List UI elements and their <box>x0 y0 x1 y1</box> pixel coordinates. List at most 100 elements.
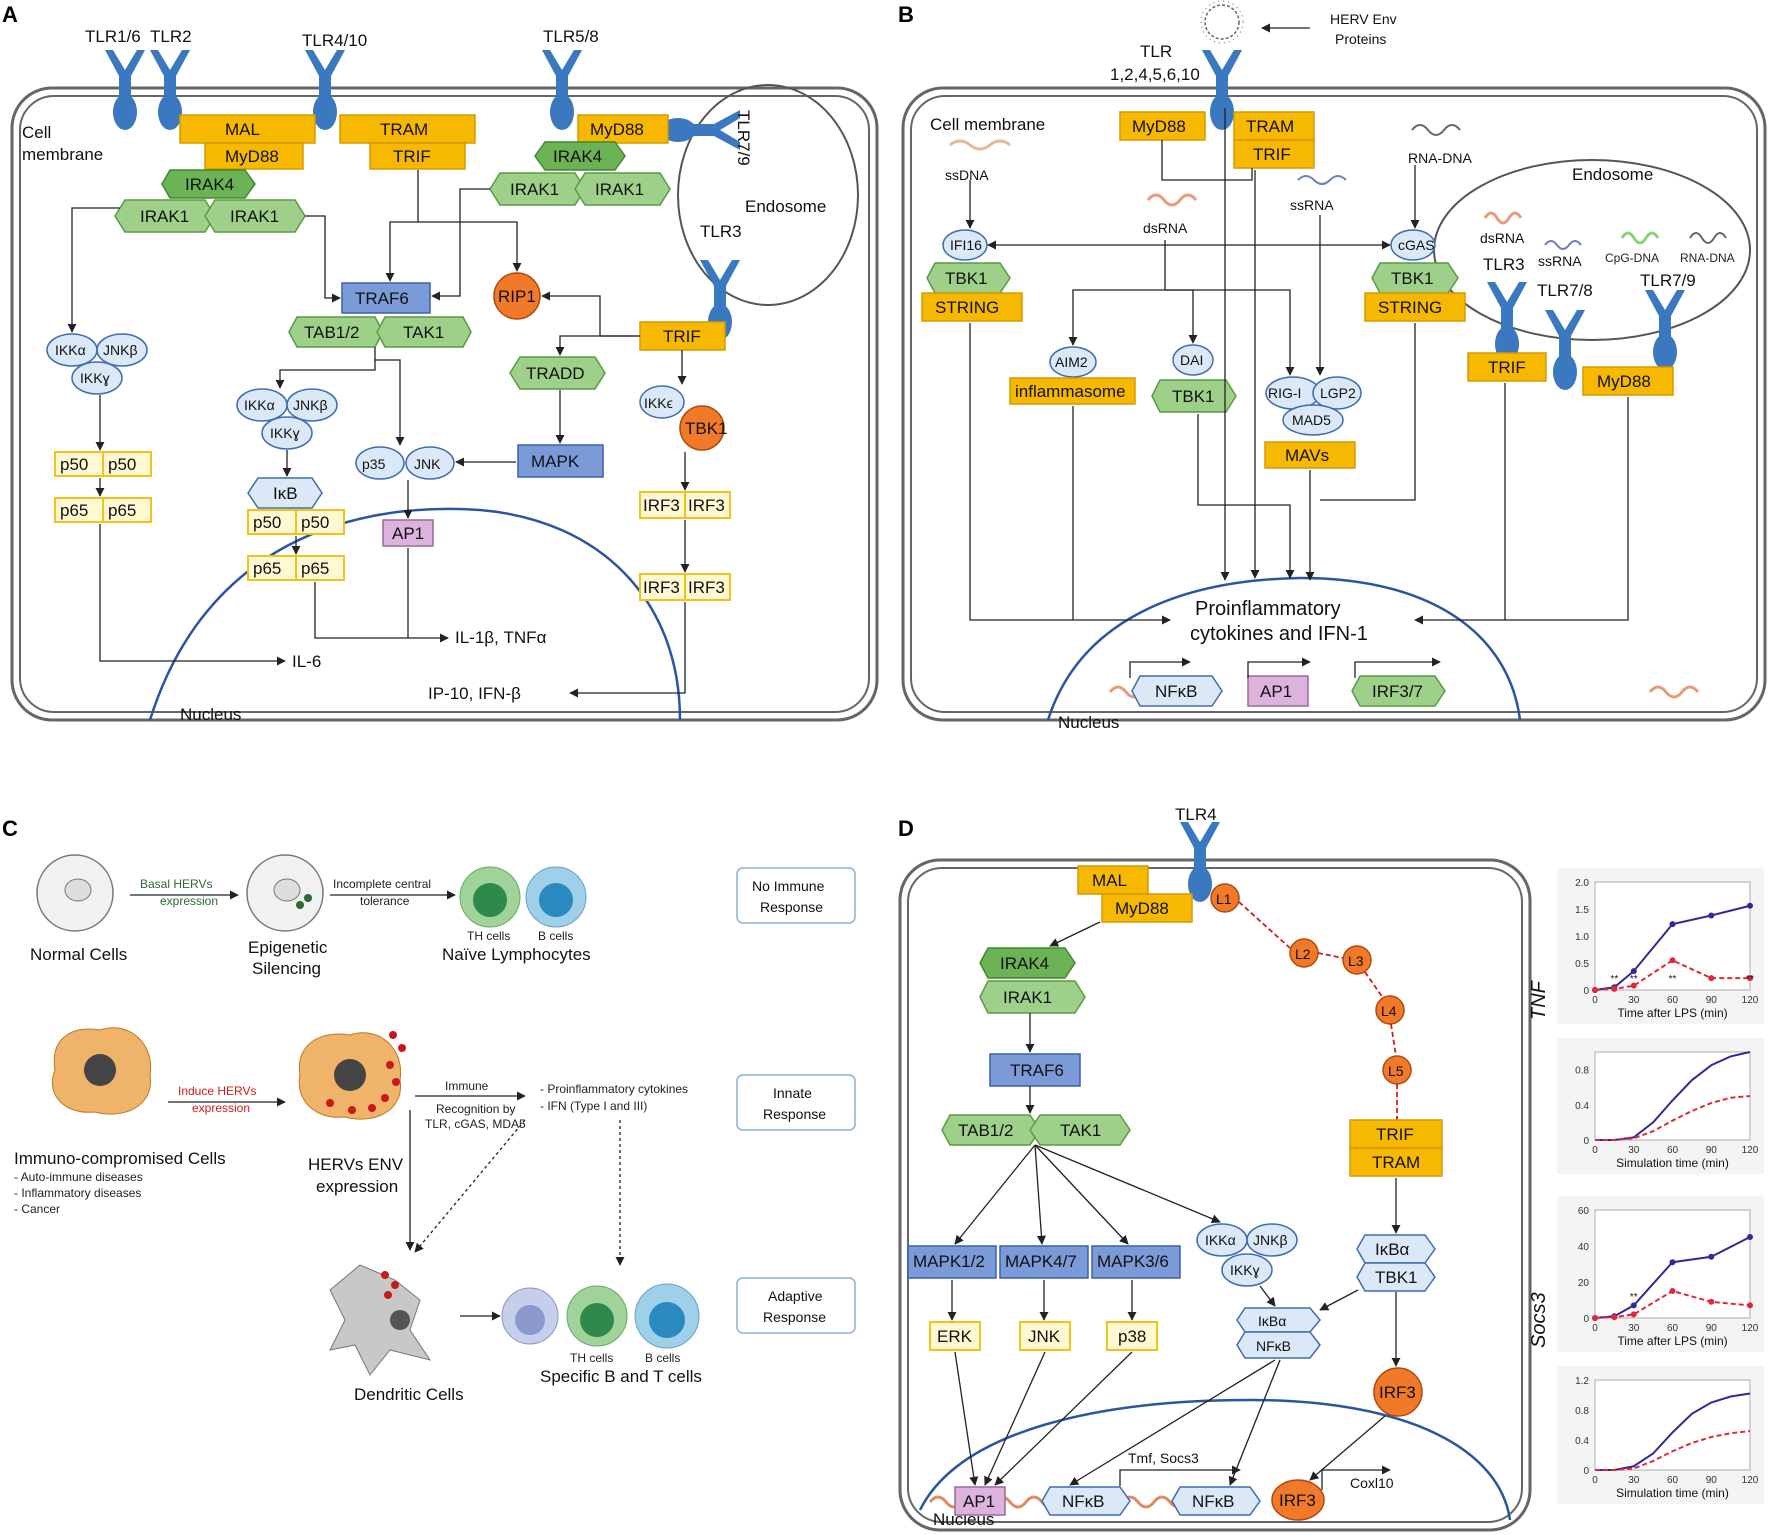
tbk1-d: TBK1 <box>1375 1268 1418 1287</box>
ap1-a: AP1 <box>392 524 424 543</box>
panel-a-arrows <box>67 170 690 698</box>
chart-ytick: 2.0 <box>1575 878 1589 889</box>
chart-xtick: 0 <box>1592 1145 1598 1156</box>
tlr78-b-icon <box>1545 310 1585 390</box>
tram-a: TRAM <box>380 120 428 139</box>
chart-ytick: 0.4 <box>1575 1101 1589 1112</box>
chart-annotation: ** <box>1746 974 1754 985</box>
ikka-a-mid: IKKα <box>244 397 275 413</box>
dai-b: DAI <box>1180 352 1203 368</box>
panel-a-letter: A <box>2 2 18 27</box>
chart-point <box>1630 968 1637 975</box>
jnkb-a-left: JNKβ <box>103 342 138 358</box>
innate-2: Response <box>763 1106 826 1122</box>
p50-a-3: p50 <box>253 513 281 532</box>
p38-d: p38 <box>1118 1327 1146 1346</box>
inflammasome-b: inflammasome <box>1015 382 1126 401</box>
chart-ytick: 1.2 <box>1575 1376 1589 1387</box>
tab12-a: TAB1/2 <box>304 323 359 342</box>
p65-a-2: p65 <box>108 501 136 520</box>
chart-xlabel: Time after LPS (min) <box>1617 1006 1727 1020</box>
string-b-left: STRING <box>935 298 999 317</box>
p50-a-1: p50 <box>60 455 88 474</box>
chart-point <box>1747 1302 1753 1309</box>
no-response-box <box>736 867 856 924</box>
rnadna-b-endo: RNA-DNA <box>1680 251 1735 265</box>
tab12-d: TAB1/2 <box>958 1121 1013 1140</box>
chart-point <box>1747 1234 1753 1240</box>
nfkb-d-2: NFκB <box>1062 1492 1105 1511</box>
myd88-b-endo: MyD88 <box>1597 372 1651 391</box>
chart-xlabel: Simulation time (min) <box>1616 1486 1729 1500</box>
chart-point <box>1611 1314 1618 1321</box>
innate-1: Innate <box>773 1085 812 1101</box>
herv-label-1: HERV Env <box>1330 11 1397 27</box>
tak1-d: TAK1 <box>1060 1121 1101 1140</box>
chart-point <box>1708 975 1715 982</box>
no-response-2: Response <box>760 899 823 915</box>
tlr58-icon <box>542 50 582 130</box>
ikba-d-2: IκBα <box>1375 1240 1410 1259</box>
naive-label: Naïve Lymphocytes <box>442 945 591 964</box>
ikkg-a-left: IKKɣ <box>80 370 110 386</box>
chart-xtick: 30 <box>1628 1475 1640 1486</box>
epigenetic-label-2: Silencing <box>252 959 321 978</box>
basal-label-1: Basal HERVs <box>140 877 212 891</box>
p65-a-3: p65 <box>253 559 281 578</box>
b-label-1: B cells <box>538 929 573 943</box>
incomplete-label-1: Incomplete central <box>333 877 431 891</box>
normal-cells-label: Normal Cells <box>30 945 127 964</box>
chart-series-line <box>1594 1289 1751 1319</box>
mal-a: MAL <box>225 120 260 139</box>
l4-d: L4 <box>1381 1003 1397 1019</box>
tlr-b-label1: TLR <box>1140 42 1172 61</box>
endosome-a <box>677 84 859 306</box>
dendritic-cell-icon <box>329 1264 432 1376</box>
immuno-label: Immuno-compromised Cells <box>14 1149 226 1168</box>
ap1-b: AP1 <box>1260 682 1292 701</box>
chart-ytick: 0.8 <box>1575 1066 1589 1077</box>
panel-b-arrows <box>965 108 1629 678</box>
rip1-a: RIP1 <box>498 287 536 306</box>
ap1-d: AP1 <box>963 1492 995 1511</box>
chart-point <box>1747 902 1753 909</box>
nfkb-d-1: NFκB <box>1256 1338 1291 1354</box>
recog-1: Immune <box>445 1079 489 1093</box>
ikka-a-left: IKKα <box>55 342 86 358</box>
innate-box <box>736 1074 856 1131</box>
tlr78-b: TLR7/8 <box>1537 281 1593 300</box>
tlr16-icon <box>105 50 145 130</box>
chart-xtick: 90 <box>1706 1323 1718 1334</box>
ssrna-icon <box>1297 175 1347 185</box>
chart-xtick: 120 <box>1742 1145 1759 1156</box>
traf6-d: TRAF6 <box>1010 1061 1064 1080</box>
p50-a-2: p50 <box>108 455 136 474</box>
chart-point <box>1592 987 1598 993</box>
chart-point <box>1669 1259 1676 1266</box>
trif-a-top: TRIF <box>393 147 431 166</box>
irf3-d: IRF3 <box>1379 1383 1416 1402</box>
tlr-b-label2: 1,2,4,5,6,10 <box>1110 65 1200 84</box>
chart-point <box>1669 957 1676 964</box>
myd88-a-right: MyD88 <box>590 120 644 139</box>
jnkb-a-mid: JNKβ <box>293 397 328 413</box>
chart-series-line <box>1595 1430 1751 1471</box>
trif-a-mid: TRIF <box>663 327 701 346</box>
rnadna-icon <box>1411 124 1461 136</box>
ssrna-b-endo: ssRNA <box>1538 253 1582 269</box>
nfkb-b: NFκB <box>1155 682 1198 701</box>
rnadna-b: RNA-DNA <box>1408 150 1472 166</box>
nucleus-b <box>1046 576 1522 721</box>
mapk-a: MAPK <box>531 452 580 471</box>
panel-c-letter: C <box>2 816 18 841</box>
panel-c: C Normal Cells Basal HERVs expression Ep… <box>2 816 856 1404</box>
trif-d: TRIF <box>1376 1125 1414 1144</box>
irf3-a-4: IRF3 <box>688 578 725 597</box>
adaptive-1: Adaptive <box>768 1288 823 1304</box>
tlr79-b-icon <box>1645 290 1685 370</box>
lgp2-b: LGP2 <box>1320 385 1356 401</box>
ip10-label: IP-10, IFN-β <box>428 684 521 703</box>
